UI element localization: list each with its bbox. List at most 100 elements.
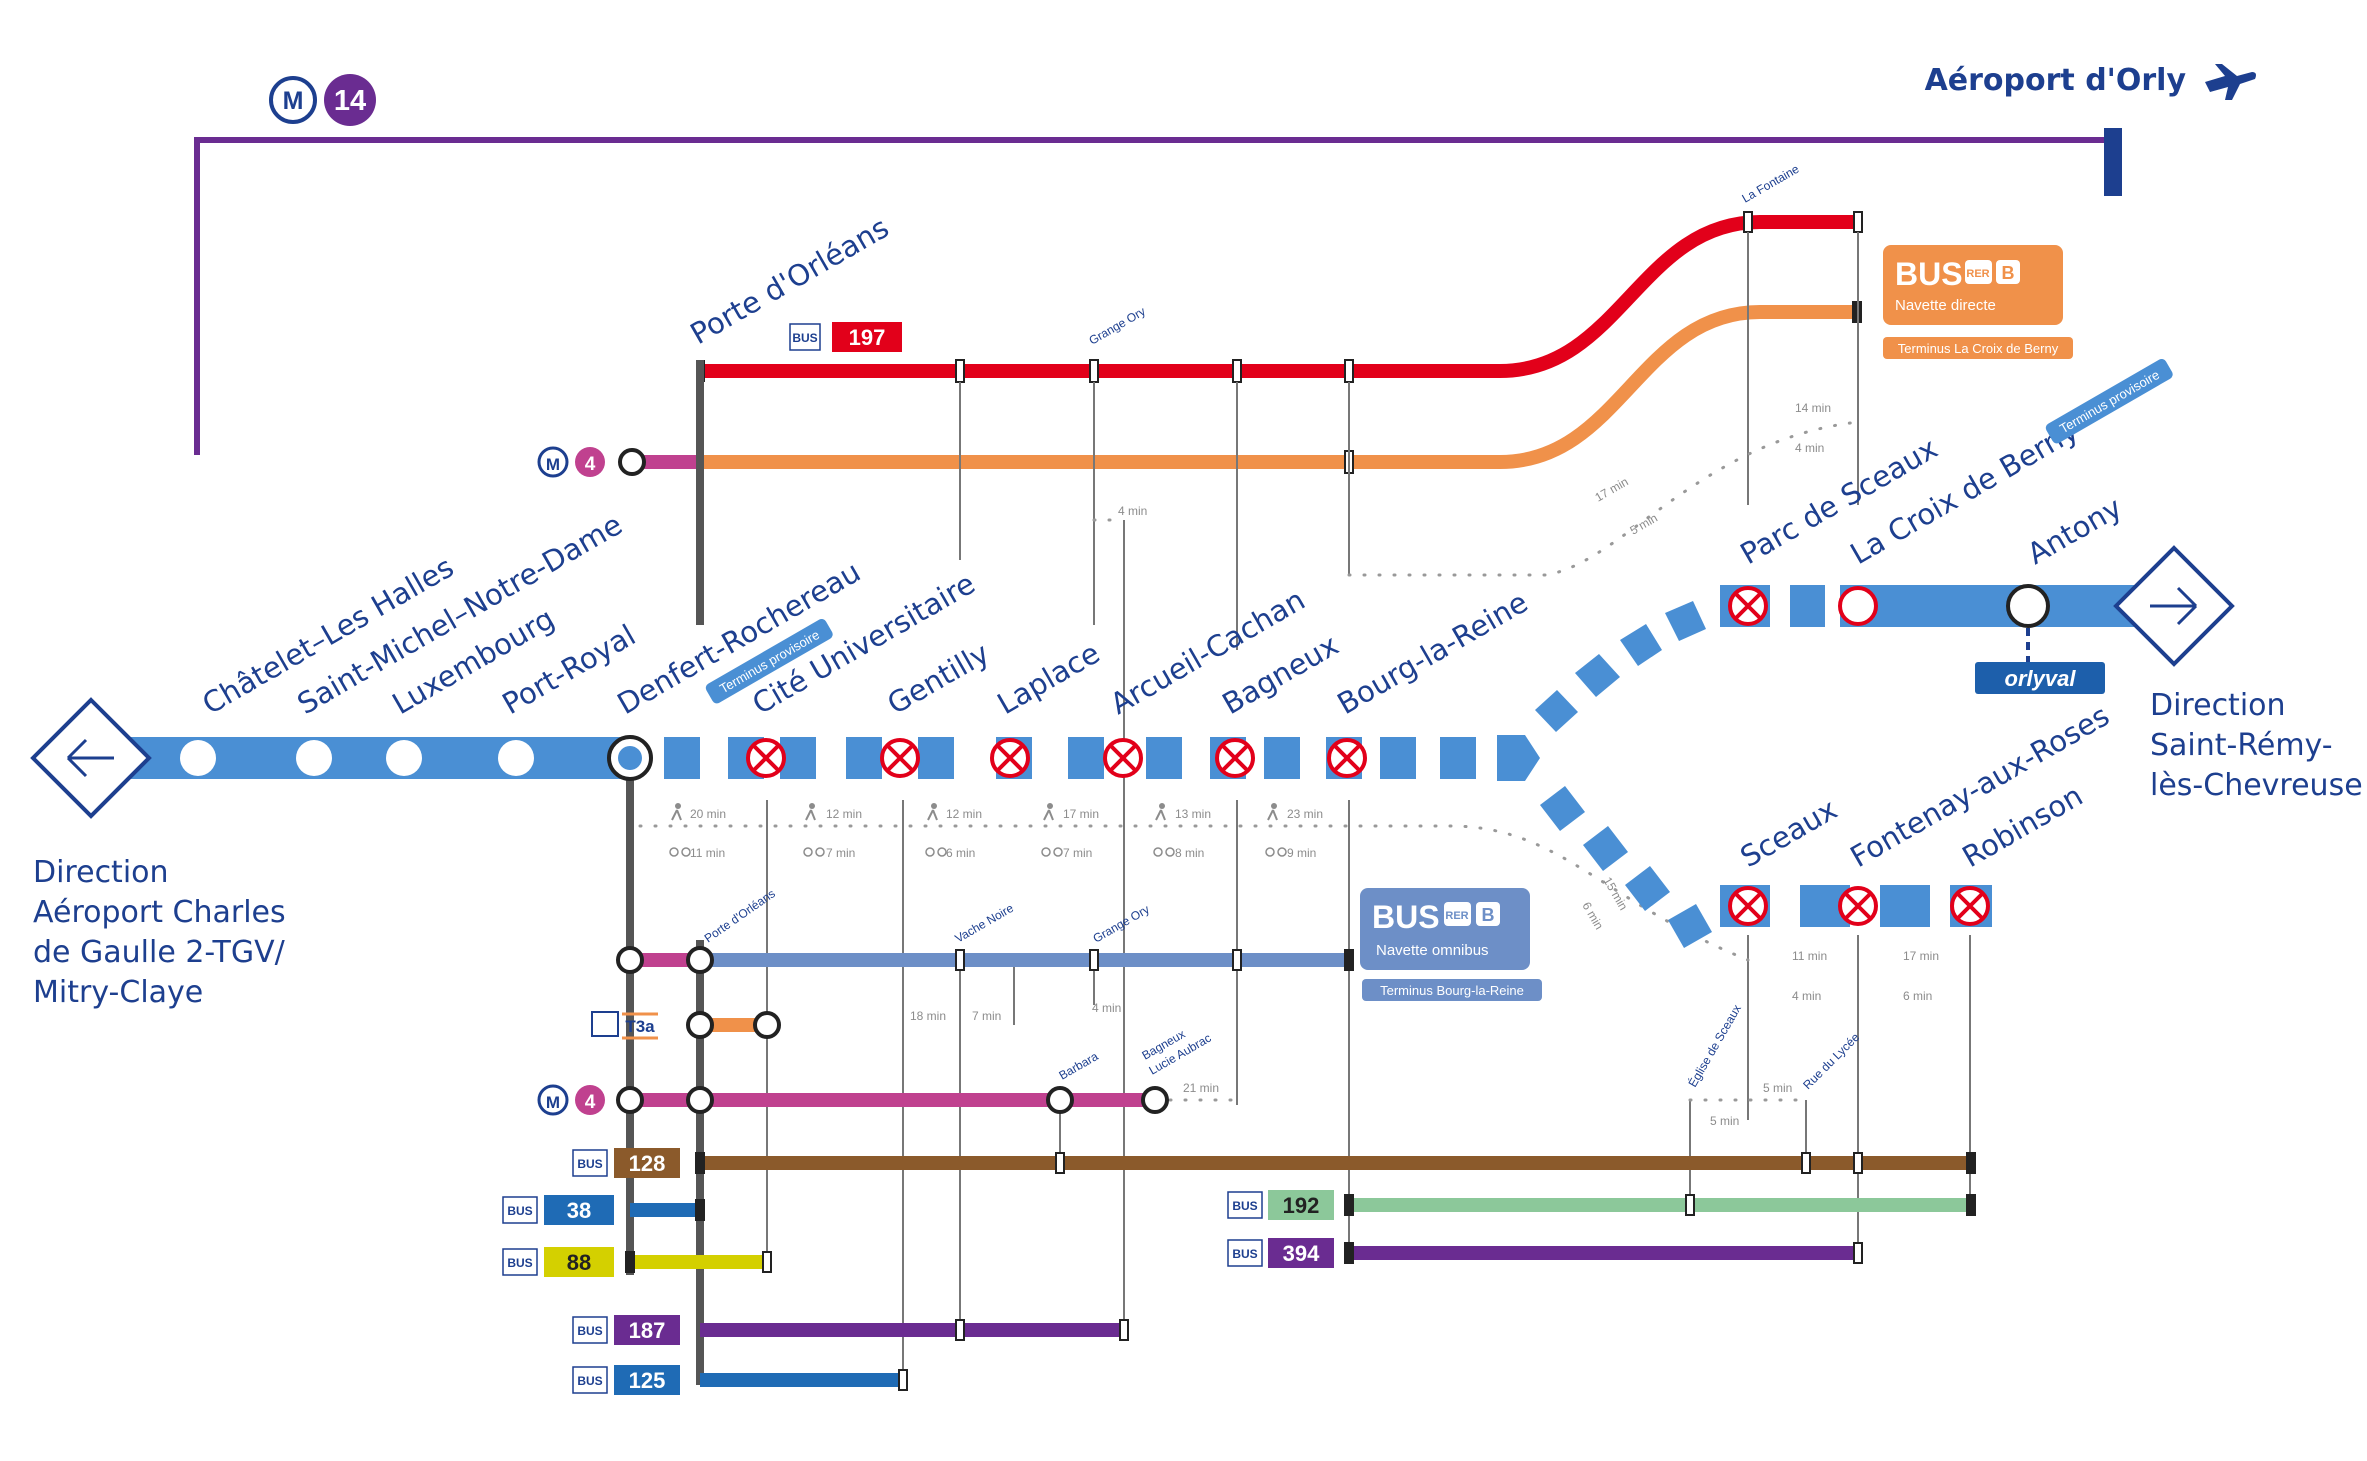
bus-394-line [1344,1242,1863,1264]
svg-text:BUS: BUS [507,1204,532,1218]
metro-4-lower: M 4 [537,1084,1169,1116]
svg-text:RER: RER [1445,910,1468,922]
bus-badge-394: BUS 394 [1227,1238,1334,1268]
bike-icon [669,847,679,857]
svg-text:128: 128 [629,1151,666,1176]
svg-text:4 min: 4 min [1092,1001,1121,1015]
svg-text:7 min: 7 min [826,846,855,860]
svg-text:Terminus La Croix de Berny: Terminus La Croix de Berny [1898,341,2059,356]
walk-icon [809,803,815,809]
svg-text:de Gaulle 2-TGV/: de Gaulle 2-TGV/ [33,935,286,970]
svg-text:4 min: 4 min [1118,504,1147,518]
svg-text:4 min: 4 min [1792,989,1821,1003]
svg-text:9 min: 9 min [1287,846,1316,860]
svg-text:18 min: 18 min [910,1009,946,1023]
metro-logo-icon [269,76,317,124]
svg-text:6 min: 6 min [1903,989,1932,1003]
svg-text:orlyval: orlyval [2005,666,2077,691]
svg-text:Direction: Direction [2150,688,2286,723]
closed-station-icon [1215,738,1255,778]
closed-station-icon [1728,586,1768,626]
metro-letter: M [283,87,304,115]
svg-text:B: B [2002,263,2015,283]
closed-station-icon [746,738,786,778]
svg-text:BUS: BUS [577,1157,602,1171]
svg-text:17 min: 17 min [1903,949,1939,963]
svg-text:192: 192 [1283,1193,1320,1218]
walking-cycling-times: 20 min 11 min 12 min 7 min 12 min 6 min … [690,401,1939,1128]
closed-station-markers [746,586,1990,926]
station-label: Sceaux [1735,792,1843,874]
airport-label: Aéroport d'Orly [1925,63,2256,100]
closed-station-icon [880,738,920,778]
svg-text:14 min: 14 min [1795,401,1831,415]
svg-text:5 min: 5 min [1628,511,1660,538]
metro-14-number: 14 [334,85,366,117]
svg-text:21 min: 21 min [1183,1081,1219,1095]
svg-text:6 min: 6 min [1579,900,1606,932]
walk-icon [1047,803,1053,809]
navette-omnibus-box: BUS RER B Navette omnibus Terminus Bourg… [1360,888,1542,1001]
walk-icon [1271,803,1277,809]
bus-125-line [700,1369,908,1391]
closed-station-icon [1103,738,1143,778]
bike-icon [1153,847,1163,857]
navette-omnibus-line [616,946,1354,974]
trunk-lines [626,360,704,1385]
svg-text:RER: RER [1966,268,1989,280]
bus-badge-38: BUS 38 [502,1195,614,1225]
svg-text:Terminus Bourg-la-Reine: Terminus Bourg-la-Reine [1380,983,1524,998]
svg-text:20 min: 20 min [690,807,726,821]
svg-text:88: 88 [567,1250,591,1275]
closed-station-icon [1327,738,1367,778]
bus-badge-128: BUS 128 [572,1148,680,1178]
svg-text:125: 125 [629,1368,666,1393]
closed-station-icon [1838,886,1878,926]
walk-icon [1159,803,1165,809]
svg-text:BUS: BUS [1895,256,1963,292]
walking-person-icons [669,803,1287,857]
svg-text:BUS: BUS [792,331,817,345]
svg-text:Navette directe: Navette directe [1895,297,1996,314]
svg-text:Vache Noire: Vache Noire [953,901,1017,946]
svg-text:BUS: BUS [1232,1247,1257,1261]
svg-text:4 min: 4 min [1795,441,1824,455]
svg-text:BUS: BUS [577,1374,602,1388]
bus-192-line [1344,1194,1976,1216]
station-label: Gentilly [882,636,995,721]
svg-text:15 min: 15 min [1600,875,1630,913]
svg-text:La Fontaine: La Fontaine [1740,162,1802,206]
svg-text:12 min: 12 min [946,807,982,821]
svg-text:M: M [546,455,560,474]
svg-text:lès-Chevreuse: lès-Chevreuse [2150,768,2363,803]
rer-b-line [30,545,2235,948]
bus-88-line [625,1251,772,1273]
closed-station-icon [990,738,1030,778]
vertical-connectors [766,232,1971,1380]
svg-text:B: B [1482,905,1495,925]
svg-text:Direction: Direction [33,855,169,890]
plane-icon [2205,64,2256,100]
svg-text:6 min: 6 min [946,846,975,860]
bus-badge-197: BUS 197 [789,322,902,352]
bike-icon [1041,847,1051,857]
bus-badge-192: BUS 192 [1227,1190,1334,1220]
svg-text:197: 197 [849,325,886,350]
svg-text:11 min: 11 min [690,846,725,860]
svg-text:T3a: T3a [625,1017,655,1036]
walk-icon [675,803,681,809]
bus-128-line [695,1152,1976,1174]
svg-text:BUS: BUS [1232,1199,1257,1213]
svg-text:187: 187 [629,1318,666,1343]
bike-icon [925,847,935,857]
svg-text:Grange Ory: Grange Ory [1087,304,1148,347]
svg-text:4: 4 [585,454,596,475]
bus-badge-125: BUS 125 [572,1365,680,1395]
bike-icon [1265,847,1275,857]
svg-text:BUS: BUS [507,1256,532,1270]
svg-text:Barbara: Barbara [1057,1049,1101,1083]
svg-text:BUS: BUS [577,1324,602,1338]
svg-text:13 min: 13 min [1175,807,1211,821]
svg-text:394: 394 [1283,1241,1320,1266]
svg-text:BUS: BUS [1372,899,1440,935]
